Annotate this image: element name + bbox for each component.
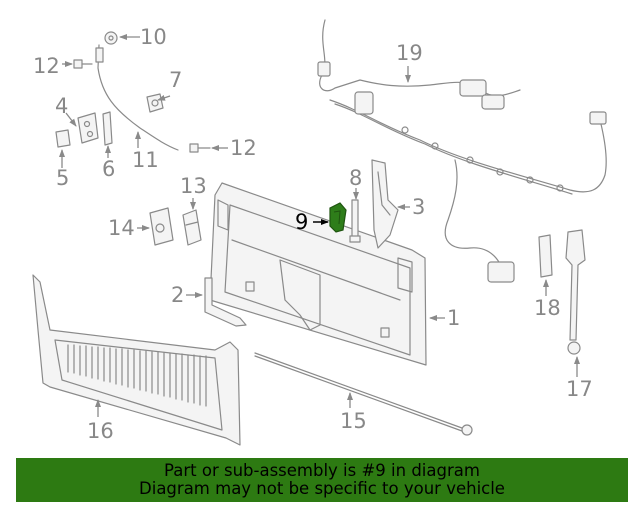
callout-labels: 10 12 7 4 12 5 6 11 13 14 2 8 9 3 19 1 1…: [33, 25, 593, 443]
part-17-strut: [565, 229, 586, 355]
callout-2: 2: [171, 283, 184, 307]
callout-6: 6: [102, 157, 115, 181]
callout-12-upper: 12: [33, 54, 60, 78]
part-7-retainer: [146, 93, 164, 113]
part-5-bushing: [55, 129, 71, 148]
callout-3: 3: [412, 195, 425, 219]
outer-panel-ribs: [67, 344, 207, 407]
parts-diagram: 10 12 7 4 12 5 6 11 13 14 2 8 9 3 19 1 1…: [32, 19, 607, 446]
part-12-bolt-upper: [73, 59, 93, 69]
part-6-bracket: [102, 111, 113, 146]
info-banner: Part or sub-assembly is #9 in diagram Di…: [16, 458, 628, 502]
callout-10: 10: [140, 25, 167, 49]
part-16-tailgate-outer-panel: [32, 274, 241, 446]
leader-lines: [59, 34, 580, 417]
callout-15: 15: [340, 409, 367, 433]
part-8-striker: [349, 199, 361, 243]
callout-12-lower: 12: [230, 136, 257, 160]
callout-18: 18: [534, 296, 561, 320]
callout-16: 16: [87, 419, 114, 443]
callout-13: 13: [180, 174, 207, 198]
callout-14: 14: [108, 216, 135, 240]
callout-9: 9: [295, 210, 308, 234]
part-19-wiring-harness: [317, 19, 607, 283]
callout-11: 11: [132, 148, 159, 172]
banner-line-2: Diagram may not be specific to your vehi…: [139, 479, 505, 498]
callout-4: 4: [55, 94, 68, 118]
banner-line-1: Part or sub-assembly is #9 in diagram: [164, 461, 480, 480]
part-3-cable-support: [371, 159, 399, 249]
part-13-latch: [182, 209, 202, 246]
part-4-hinge: [77, 112, 99, 144]
callout-19: 19: [396, 41, 423, 65]
part-1-tailgate-inner-panel: [209, 182, 427, 366]
part-2-bracket: [204, 277, 247, 327]
part-9-highlighted: [329, 202, 347, 233]
callout-5: 5: [56, 166, 69, 190]
callout-17: 17: [566, 377, 593, 401]
callout-7: 7: [169, 68, 182, 92]
part-10-clip: [104, 31, 118, 45]
part-12-bolt-lower: [189, 143, 211, 153]
part-11-cable: [95, 44, 179, 151]
part-18-bracket: [538, 234, 553, 278]
callout-8: 8: [349, 166, 362, 190]
callout-1: 1: [447, 306, 460, 330]
part-15-rod: [254, 352, 473, 436]
part-14-latch: [149, 207, 174, 246]
